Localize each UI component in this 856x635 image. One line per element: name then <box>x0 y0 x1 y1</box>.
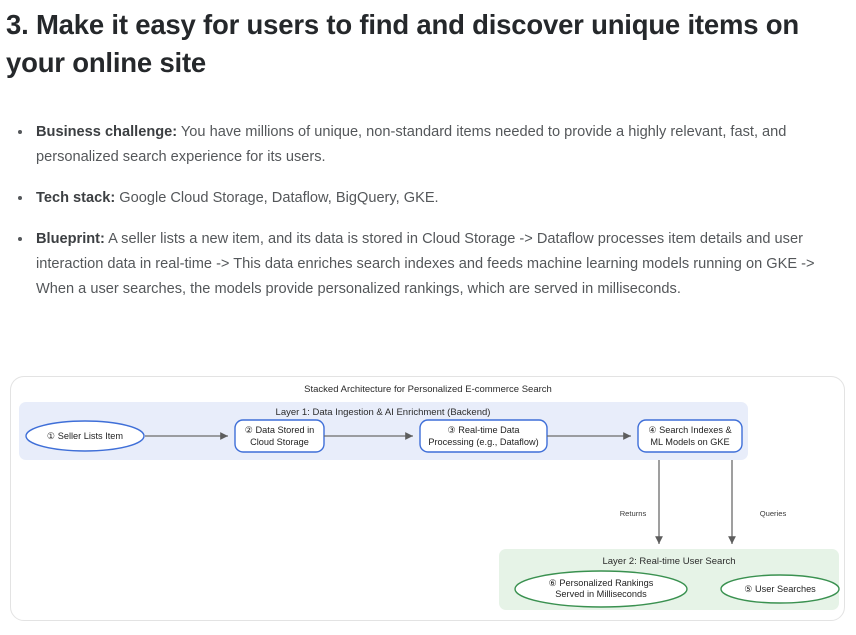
list-item-text: A seller lists a new item, and its data … <box>36 231 815 297</box>
list-item: Tech stack: Google Cloud Storage, Datafl… <box>10 186 846 211</box>
list-item-label: Business challenge: <box>36 124 178 140</box>
node-4-label-line1: ④ Search Indexes & <box>648 425 731 435</box>
bullet-dot-icon <box>18 237 22 241</box>
diagram-node-search-indexes-ml-models[interactable]: ④ Search Indexes & ML Models on GKE <box>637 419 743 453</box>
node-3-label-line1: ③ Real-time Data <box>447 425 520 435</box>
node-1-shape <box>25 420 145 452</box>
list-item-label: Tech stack: <box>36 190 116 206</box>
list-item-text: Google Cloud Storage, Dataflow, BigQuery… <box>115 190 439 206</box>
layer-1-label: Layer 1: Data Ingestion & AI Enrichment … <box>276 407 491 418</box>
edge-label-queries: Queries <box>760 509 787 518</box>
node-5-shape <box>720 574 840 604</box>
node-4-shape <box>637 419 743 453</box>
node-1-label: ① Seller Lists Item <box>47 431 123 441</box>
list-item: Blueprint: A seller lists a new item, an… <box>10 227 846 302</box>
node-2-label-line1: ② Data Stored in <box>245 425 315 435</box>
bullet-list: Business challenge: You have millions of… <box>10 120 846 302</box>
node-2-label-line2: Cloud Storage <box>250 437 309 447</box>
diagram-node-personalized-rankings[interactable]: ⑥ Personalized Rankings Served in Millis… <box>514 570 688 608</box>
layer-2-label: Layer 2: Real-time User Search <box>602 556 735 567</box>
list-item-text: You have millions of unique, non-standar… <box>36 124 787 165</box>
architecture-diagram: Stacked Architecture for Personalized E-… <box>19 384 840 610</box>
diagram-node-user-searches[interactable]: ⑤ User Searches <box>720 574 840 604</box>
page-title: 3. Make it easy for users to find and di… <box>6 9 799 78</box>
diagram-node-data-stored-cloud-storage[interactable]: ② Data Stored in Cloud Storage <box>234 419 325 453</box>
diagram-node-realtime-data-processing[interactable]: ③ Real-time Data Processing (e.g., Dataf… <box>419 419 548 453</box>
node-5-label: ⑤ User Searches <box>744 584 816 594</box>
edge-label-returns: Returns <box>620 509 647 518</box>
node-6-label-line2: Served in Milliseconds <box>555 589 647 599</box>
layer-1-band <box>19 402 748 460</box>
node-4-label-line2: ML Models on GKE <box>650 437 729 447</box>
diagram-title: Stacked Architecture for Personalized E-… <box>304 384 552 395</box>
node-6-shape <box>514 570 688 608</box>
node-3-label-line2: Processing (e.g., Dataflow) <box>428 437 538 447</box>
bullet-dot-icon <box>18 130 22 134</box>
node-6-label-line1: ⑥ Personalized Rankings <box>549 578 654 588</box>
bullet-dot-icon <box>18 196 22 200</box>
diagram-node-seller-lists-item[interactable]: ① Seller Lists Item <box>25 420 145 452</box>
list-item-label: Blueprint: <box>36 231 105 247</box>
list-item: Business challenge: You have millions of… <box>10 120 846 170</box>
architecture-diagram-card: Stacked Architecture for Personalized E-… <box>10 376 845 621</box>
